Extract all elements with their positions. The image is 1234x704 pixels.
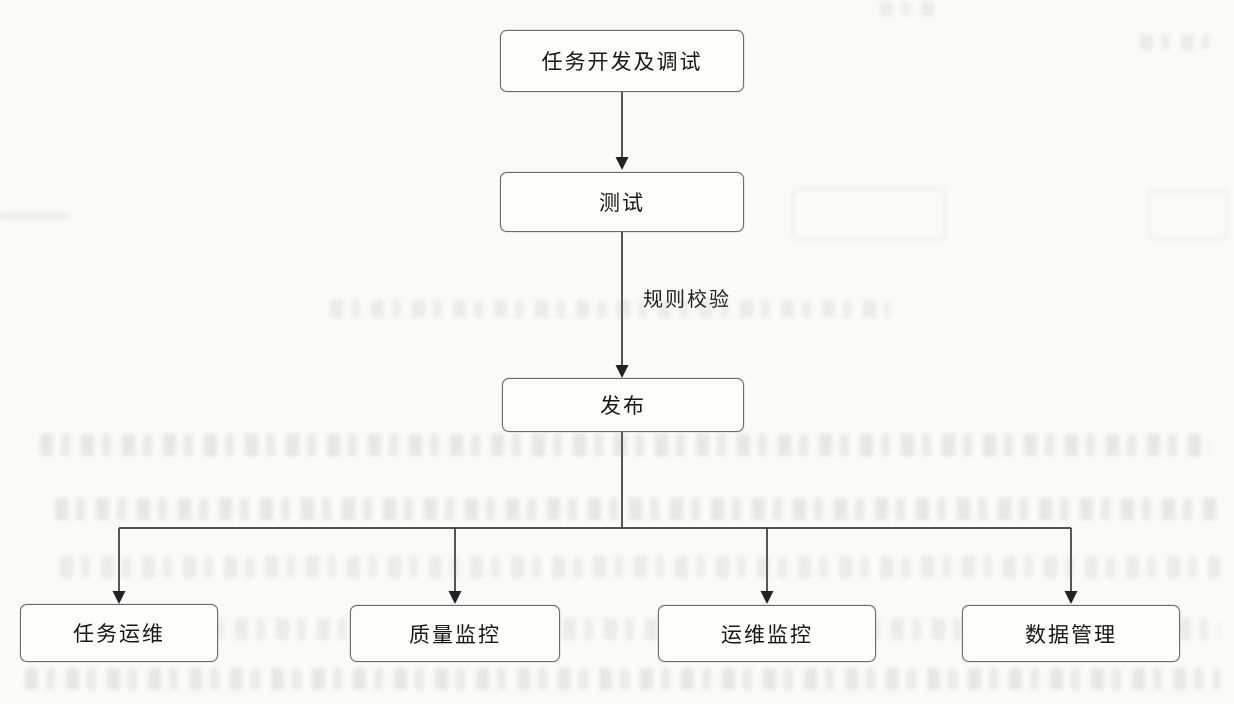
scan-bleedthrough [792, 188, 946, 240]
scan-bleedthrough [1140, 34, 1210, 50]
edge-label-rule-check: 规则校验 [643, 289, 731, 311]
scan-bleedthrough [30, 618, 1220, 640]
scan-bleedthrough [55, 498, 1220, 520]
node-test: 测试 [500, 172, 744, 232]
node-task-dev-debug: 任务开发及调试 [500, 30, 744, 92]
scan-bleedthrough [1148, 190, 1228, 240]
node-ops-monitor: 运维监控 [658, 605, 876, 662]
scan-bleedthrough [25, 668, 1220, 690]
scan-bleedthrough [60, 556, 1220, 578]
scan-bleedthrough [880, 2, 940, 16]
node-quality-monitor: 质量监控 [350, 605, 560, 662]
node-data-management: 数据管理 [962, 605, 1180, 662]
scan-bleedthrough [40, 434, 1210, 456]
node-task-ops: 任务运维 [20, 604, 218, 662]
node-publish: 发布 [502, 378, 744, 432]
scan-bleedthrough [0, 214, 70, 218]
scan-bleedthrough [330, 300, 890, 318]
